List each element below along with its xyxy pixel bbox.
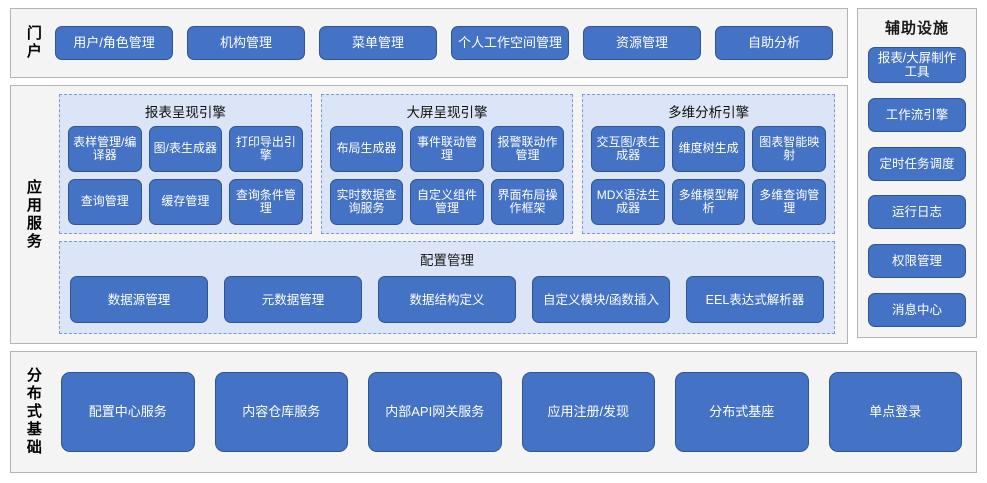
auxiliary-item-list: 报表/大屏制作工具 工作流引擎 定时任务调度 运行日志 权限管理 消息中心 (868, 47, 966, 327)
engine-group-bigscreen: 大屏呈现引擎 布局生成器 事件联动管理 报警联动作管理 实时数据查询服务 自定义… (320, 94, 574, 234)
application-band: 应用服务 报表呈现引擎 表样管理/编译器 图/表生成器 打印导出引擎 查询管理 … (10, 85, 848, 344)
auxiliary-band: 辅助设施 报表/大屏制作工具 工作流引擎 定时任务调度 运行日志 权限管理 消息… (857, 8, 977, 338)
olap-item-multidim-model-parsing[interactable]: 多维模型解析 (671, 179, 746, 225)
middle-area: 应用服务 报表呈现引擎 表样管理/编译器 图/表生成器 打印导出引擎 查询管理 … (10, 85, 977, 344)
distributed-band: 分布式基础 配置中心服务 内容仓库服务 内部API网关服务 应用注册/发现 分布… (10, 351, 977, 473)
portal-band: 门户 用户/角色管理 机构管理 菜单管理 个人工作空间管理 资源管理 自助分析 (10, 8, 848, 78)
aux-item-scheduled-task[interactable]: 定时任务调度 (868, 146, 966, 181)
bigscreen-item-ui-layout-framework[interactable]: 界面布局操作框架 (490, 179, 565, 225)
distributed-band-label: 分布式基础 (11, 352, 55, 472)
portal-item-organization[interactable]: 机构管理 (187, 26, 305, 60)
aux-item-runtime-log[interactable]: 运行日志 (868, 195, 966, 230)
bigscreen-item-alarm-action-management[interactable]: 报警联动作管理 (490, 126, 565, 172)
olap-item-mdx-syntax-generator[interactable]: MDX语法生成器 (591, 179, 665, 225)
config-item-datasource-management[interactable]: 数据源管理 (70, 276, 208, 323)
config-management-group: 配置管理 数据源管理 元数据管理 数据结构定义 自定义模块/函数插入 EEL表达… (59, 241, 835, 334)
aux-item-workflow-engine[interactable]: 工作流引擎 (868, 97, 966, 132)
dist-item-config-center-service[interactable]: 配置中心服务 (61, 372, 195, 452)
portal-band-label-text: 门户 (24, 25, 42, 61)
engine-group-report: 报表呈现引擎 表样管理/编译器 图/表生成器 打印导出引擎 查询管理 缓存管理 … (59, 94, 312, 234)
auxiliary-band-spacer (857, 85, 977, 344)
engine-group-olap-title: 多维分析引擎 (668, 105, 750, 120)
engine-group-report-title: 报表呈现引擎 (144, 105, 226, 120)
config-item-eel-expression-parser[interactable]: EEL表达式解析器 (686, 276, 824, 323)
portal-item-self-service-analysis[interactable]: 自助分析 (715, 26, 833, 60)
bigscreen-item-realtime-data-query-service[interactable]: 实时数据查询服务 (329, 179, 404, 225)
report-item-query-management[interactable]: 查询管理 (68, 179, 142, 225)
report-item-query-condition-management[interactable]: 查询条件管理 (229, 179, 303, 225)
engine-groups-row: 报表呈现引擎 表样管理/编译器 图/表生成器 打印导出引擎 查询管理 缓存管理 … (59, 94, 836, 234)
auxiliary-band-label: 辅助设施 (884, 20, 949, 37)
bigscreen-item-layout-generator[interactable]: 布局生成器 (329, 126, 404, 172)
portal-item-personal-workspace[interactable]: 个人工作空间管理 (451, 26, 569, 60)
application-band-label-text: 应用服务 (24, 178, 42, 251)
olap-item-multidim-query-management[interactable]: 多维查询管理 (752, 179, 826, 225)
olap-item-interactive-chart-generator[interactable]: 交互图/表生成器 (591, 126, 665, 172)
olap-item-chart-smart-mapping[interactable]: 图表智能映射 (752, 126, 826, 172)
olap-item-dimension-tree-generation[interactable]: 维度树生成 (671, 126, 746, 172)
dist-item-single-sign-on[interactable]: 单点登录 (828, 372, 962, 452)
dist-item-internal-api-gateway-service[interactable]: 内部API网关服务 (368, 372, 502, 452)
dist-item-app-registry-discovery[interactable]: 应用注册/发现 (521, 372, 655, 452)
distributed-band-label-text: 分布式基础 (24, 367, 42, 457)
application-content: 报表呈现引擎 表样管理/编译器 图/表生成器 打印导出引擎 查询管理 缓存管理 … (55, 86, 847, 343)
dist-item-content-repository-service[interactable]: 内容仓库服务 (214, 372, 348, 452)
portal-item-user-role[interactable]: 用户/角色管理 (55, 26, 173, 60)
report-item-chart-table-generator[interactable]: 图/表生成器 (148, 126, 223, 172)
aux-item-message-center[interactable]: 消息中心 (868, 292, 966, 327)
config-item-metadata-management[interactable]: 元数据管理 (224, 276, 362, 323)
aux-item-permission-management[interactable]: 权限管理 (868, 244, 966, 279)
application-band-label: 应用服务 (11, 86, 55, 343)
portal-item-resource[interactable]: 资源管理 (583, 26, 701, 60)
report-item-cache-management[interactable]: 缓存管理 (148, 179, 223, 225)
report-item-print-export-engine[interactable]: 打印导出引擎 (229, 126, 303, 172)
engine-group-olap: 多维分析引擎 交互图/表生成器 维度树生成 图表智能映射 MDX语法生成器 多维… (582, 94, 836, 234)
engine-group-report-items: 表样管理/编译器 图/表生成器 打印导出引擎 查询管理 缓存管理 查询条件管理 (68, 126, 303, 225)
aux-item-report-bigscreen-tool[interactable]: 报表/大屏制作工具 (868, 47, 966, 83)
engine-group-bigscreen-title: 大屏呈现引擎 (406, 105, 488, 120)
engine-group-bigscreen-items: 布局生成器 事件联动管理 报警联动作管理 实时数据查询服务 自定义组件管理 界面… (329, 126, 565, 225)
config-item-data-structure-definition[interactable]: 数据结构定义 (378, 276, 516, 323)
engine-group-olap-items: 交互图/表生成器 维度树生成 图表智能映射 MDX语法生成器 多维模型解析 多维… (591, 126, 826, 225)
portal-item-menu[interactable]: 菜单管理 (319, 26, 437, 60)
config-management-items: 数据源管理 元数据管理 数据结构定义 自定义模块/函数插入 EEL表达式解析器 (70, 276, 824, 323)
portal-band-label: 门户 (11, 25, 55, 61)
portal-button-row: 用户/角色管理 机构管理 菜单管理 个人工作空间管理 资源管理 自助分析 (55, 26, 847, 60)
dist-item-distributed-base[interactable]: 分布式基座 (675, 372, 809, 452)
bottom-area: 分布式基础 配置中心服务 内容仓库服务 内部API网关服务 应用注册/发现 分布… (10, 351, 977, 473)
config-management-title: 配置管理 (420, 253, 474, 268)
bigscreen-item-event-linkage-management[interactable]: 事件联动管理 (410, 126, 484, 172)
bigscreen-item-custom-component-management[interactable]: 自定义组件管理 (410, 179, 484, 225)
distributed-button-row: 配置中心服务 内容仓库服务 内部API网关服务 应用注册/发现 分布式基座 单点… (55, 352, 976, 472)
report-item-template-editor[interactable]: 表样管理/编译器 (68, 126, 142, 172)
top-area: 门户 用户/角色管理 机构管理 菜单管理 个人工作空间管理 资源管理 自助分析 … (10, 8, 977, 338)
config-item-custom-module-function[interactable]: 自定义模块/函数插入 (532, 276, 670, 323)
